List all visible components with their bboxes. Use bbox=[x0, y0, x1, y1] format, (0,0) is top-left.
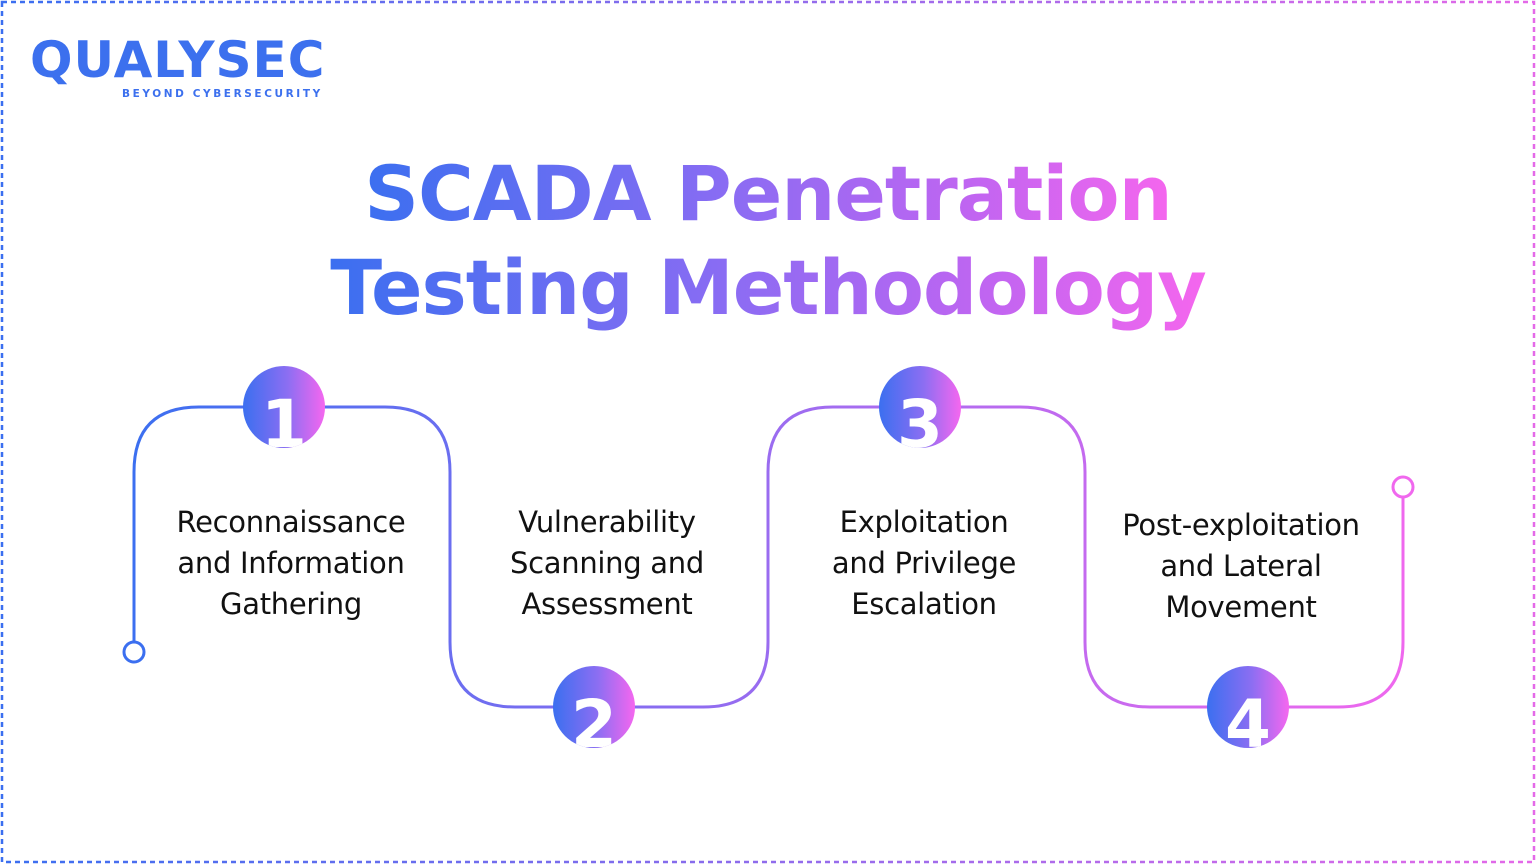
label-line: Reconnaissance bbox=[176, 505, 406, 539]
label-line: Assessment bbox=[521, 587, 693, 621]
step-2-badge: 2 bbox=[553, 666, 635, 748]
step-number: 1 bbox=[261, 386, 307, 449]
label-line: Scanning and bbox=[510, 546, 704, 580]
page-title-line-2: Testing Methodology bbox=[0, 240, 1536, 336]
step-3-label: Exploitation and Privilege Escalation bbox=[774, 502, 1074, 625]
step-number: 2 bbox=[571, 686, 617, 749]
label-line: Escalation bbox=[851, 587, 997, 621]
label-line: Vulnerability bbox=[518, 505, 696, 539]
title-text-1: SCADA Penetration bbox=[364, 149, 1172, 238]
logo-wordmark: QUALYSEC bbox=[30, 31, 326, 89]
label-line: and Lateral bbox=[1160, 549, 1322, 583]
start-node-icon bbox=[122, 640, 146, 664]
end-node-icon bbox=[1391, 475, 1415, 499]
label-line: Exploitation bbox=[839, 505, 1009, 539]
title-text-2: Testing Methodology bbox=[330, 243, 1207, 332]
step-4-label: Post-exploitation and Lateral Movement bbox=[1091, 505, 1391, 628]
step-3-badge: 3 bbox=[879, 366, 961, 448]
step-2-label: Vulnerability Scanning and Assessment bbox=[457, 502, 757, 625]
step-number: 4 bbox=[1225, 686, 1271, 749]
label-line: Gathering bbox=[220, 587, 362, 621]
step-1-label: Reconnaissance and Information Gathering bbox=[141, 502, 441, 625]
label-line: Post-exploitation bbox=[1122, 508, 1360, 542]
step-4-badge: 4 bbox=[1207, 666, 1289, 748]
logo-tagline: BEYOND CYBERSECURITY bbox=[122, 88, 323, 100]
step-number: 3 bbox=[897, 386, 943, 449]
page-title-line-1: SCADA Penetration bbox=[0, 146, 1536, 242]
step-1-badge: 1 bbox=[243, 366, 325, 448]
qualysec-logo: QUALYSEC BEYOND CYBERSECURITY bbox=[30, 28, 370, 108]
label-line: Movement bbox=[1165, 590, 1317, 624]
label-line: and Privilege bbox=[831, 546, 1017, 580]
label-line: and Information bbox=[177, 546, 405, 580]
